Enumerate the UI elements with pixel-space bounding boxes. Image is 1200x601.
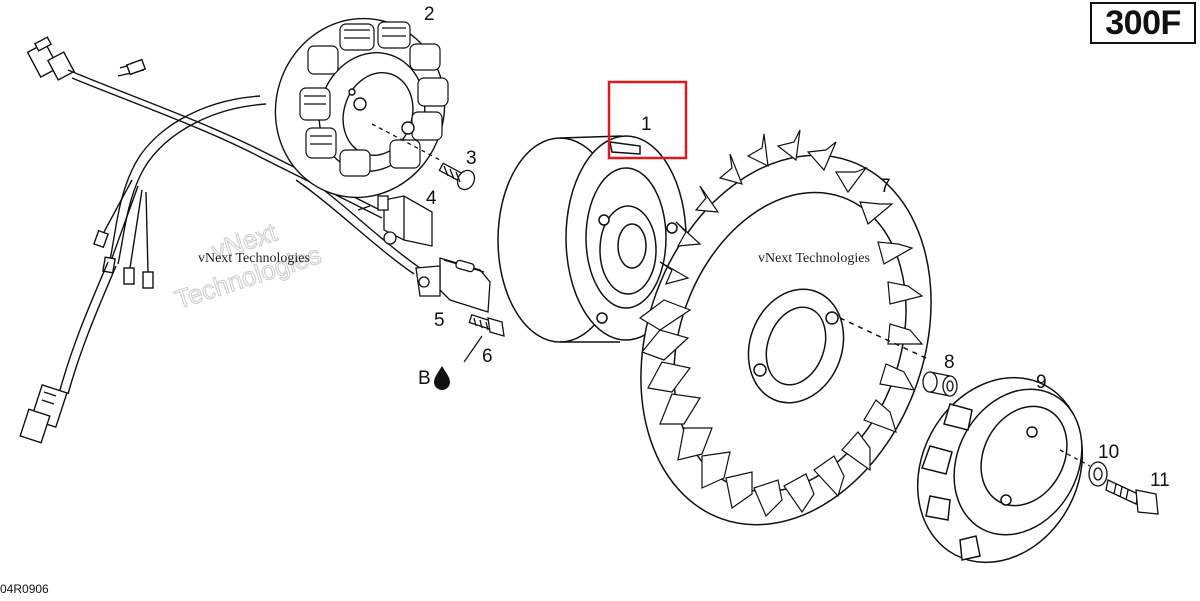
lubricant-marker-letter: B: [418, 368, 431, 389]
callout-6: 6: [482, 346, 493, 367]
pickup-sensor-part-5: [415, 257, 491, 313]
cooling-fan-part-7: [638, 129, 932, 526]
callout-5: 5: [434, 310, 445, 331]
screw-part-3: [371, 123, 476, 191]
callout-2: 2: [424, 4, 435, 25]
callout-3: 3: [466, 148, 477, 169]
flywheel-rotor-part-1: [497, 135, 687, 343]
callout-11: 11: [1150, 470, 1170, 491]
callout-7: 7: [880, 176, 891, 197]
stator-part-2: [274, 17, 449, 199]
highlight-frame: [607, 80, 688, 160]
fan-blades: [638, 129, 924, 518]
callout-9: 9: [1036, 372, 1047, 393]
highlight-box-callout-1[interactable]: 1: [607, 80, 688, 160]
callout-8: 8: [944, 352, 955, 373]
harness-bottom-connector: [19, 383, 68, 444]
droplet-icon: [434, 366, 450, 390]
pickup-sensor-part-4: [357, 195, 433, 247]
watermark-small-right: vNext Technologies: [758, 251, 870, 266]
drawing-code: 04R0906: [0, 582, 49, 596]
spacer-part-8: [922, 371, 958, 397]
lubricant-marker: B: [418, 366, 450, 390]
bolt-part-6: [463, 313, 505, 363]
wiring-harness: [19, 36, 421, 444]
bolt-part-11: [1059, 449, 1159, 515]
callout-4: 4: [426, 188, 437, 209]
callout-10: 10: [1098, 442, 1119, 463]
callout-1: 1: [641, 114, 652, 135]
harness-top-connector: [26, 36, 76, 81]
washer-part-10: [1088, 461, 1108, 487]
starter-cup-part-9: [916, 376, 1084, 564]
model-badge: 300F: [1090, 2, 1196, 44]
watermark-small-left: vNext Technologies: [198, 251, 310, 266]
